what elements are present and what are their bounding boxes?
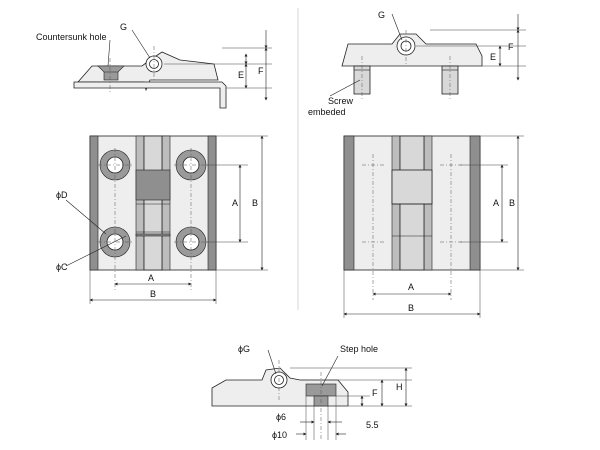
label-b-horz: B: [150, 289, 156, 299]
label-b-horz-right: B: [408, 303, 414, 313]
label-f-bottom: F: [372, 388, 378, 398]
label-b-vert: B: [252, 198, 258, 208]
label-countersunk: Countersunk hole: [36, 32, 107, 42]
label-f-right: F: [508, 42, 514, 52]
label-5-5: 5.5: [366, 420, 379, 430]
label-phi6: ϕ6: [276, 412, 286, 422]
label-a-vert: A: [232, 198, 238, 208]
label-e-right: E: [490, 52, 496, 62]
label-phi-d: ϕD: [56, 190, 68, 200]
side-view-screw: [329, 13, 526, 100]
label-f: F: [258, 66, 264, 76]
label-h: H: [396, 382, 403, 392]
label-e: E: [238, 70, 244, 80]
side-view-step-hole: [211, 349, 412, 440]
label-embeded: embeded: [308, 107, 346, 117]
label-phi-c: ϕC: [56, 262, 68, 272]
label-step-hole: Step hole: [340, 344, 378, 354]
front-view-screw: [343, 135, 524, 318]
label-screw: Screw: [328, 96, 354, 106]
label-g-right: G: [378, 10, 385, 20]
label-a-horz: A: [148, 273, 154, 283]
label-a-horz-right: A: [408, 282, 414, 292]
label-g: G: [120, 22, 127, 32]
label-phi10: ϕ10: [272, 430, 287, 440]
label-a-vert-right: A: [493, 198, 499, 208]
label-b-vert-right: B: [509, 198, 515, 208]
front-view-countersunk: [65, 135, 268, 304]
side-view-countersunk: [73, 29, 272, 109]
label-phi-g: ϕG: [238, 344, 250, 354]
